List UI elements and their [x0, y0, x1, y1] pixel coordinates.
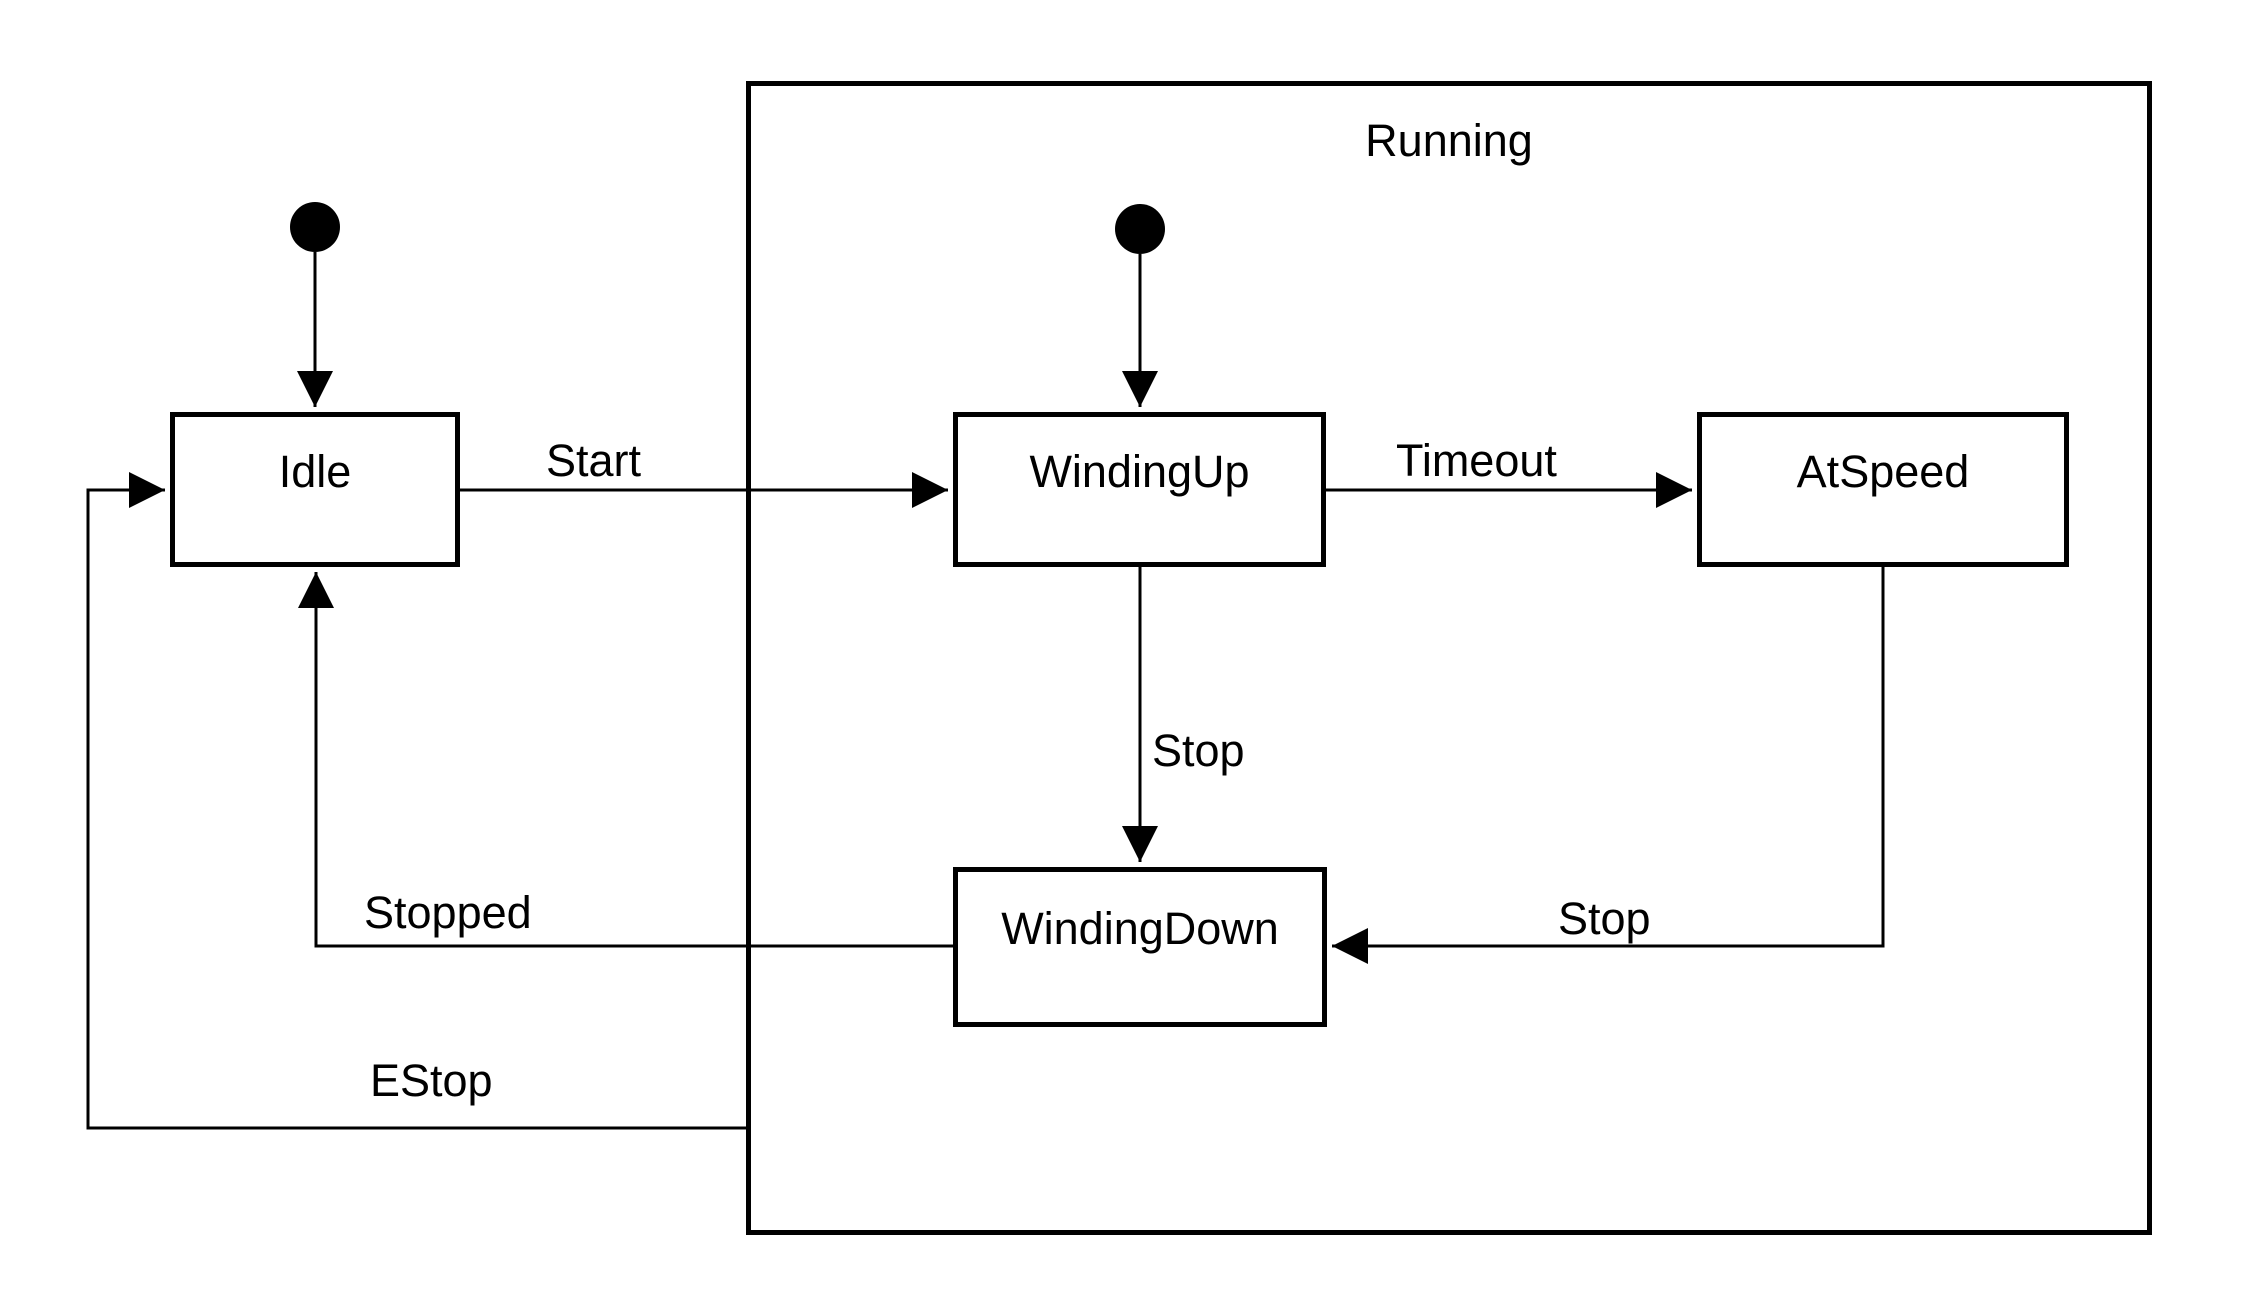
- state-at-speed: AtSpeed: [1697, 412, 2069, 567]
- state-label-at-speed: AtSpeed: [1796, 445, 1970, 497]
- state-winding-down: WindingDown: [953, 867, 1327, 1027]
- initial-state-dot-idle: [290, 202, 340, 252]
- state-idle: Idle: [170, 412, 460, 567]
- transition-label-stop-at-speed: Stop: [1558, 893, 1651, 944]
- transition-label-stop-winding-up: Stop: [1152, 725, 1245, 776]
- composite-state-label: Running: [1365, 115, 1533, 166]
- transition-line-stop-at-speed: [1332, 567, 1885, 964]
- state-winding-up: WindingUp: [953, 412, 1326, 567]
- transition-line-stopped: [298, 572, 953, 948]
- state-label-idle: Idle: [278, 445, 352, 497]
- state-label-winding-up: WindingUp: [1029, 445, 1250, 497]
- state-label-winding-down: WindingDown: [1001, 903, 1279, 954]
- transition-label-timeout: Timeout: [1396, 435, 1557, 486]
- transition-label-estop: EStop: [370, 1055, 493, 1106]
- transition-label-stopped: Stopped: [364, 887, 532, 938]
- composite-state-running: Running: [746, 81, 2152, 1235]
- initial-state-dot-running: [1115, 204, 1165, 254]
- transition-label-start: Start: [546, 435, 642, 486]
- transition-line-estop: [86, 472, 746, 1130]
